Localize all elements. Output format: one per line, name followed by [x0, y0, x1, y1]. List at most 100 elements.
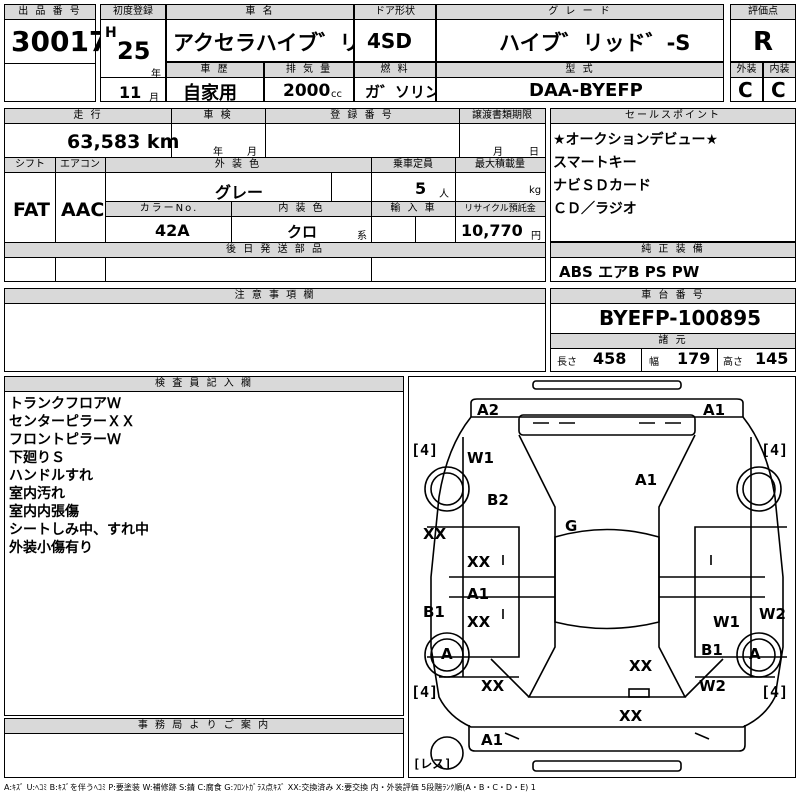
- tire-tread-front-right: [4]: [761, 683, 789, 701]
- fuel-label: 燃 料: [355, 63, 435, 78]
- inspector-note: トランクフロアＷ: [9, 396, 121, 412]
- damage-mark: W1: [713, 613, 740, 631]
- inspector-note: センターピラーＸＸ: [9, 414, 135, 430]
- door-type: 4SD: [367, 29, 412, 53]
- height-value: 145: [755, 349, 789, 368]
- inspector-note: ハンドルすれ: [9, 468, 93, 484]
- office-info-label: 事 務 局 よ り ご 案 内: [5, 719, 403, 734]
- exterior-color: グレー: [215, 183, 264, 202]
- damage-mark: G: [565, 517, 578, 535]
- inspection-month-unit: 月: [247, 147, 257, 158]
- chassis-number: BYEFP-100895: [599, 306, 762, 330]
- displacement-unit: cc: [331, 89, 342, 100]
- transfer-deadline-label: 譲渡書類期限: [459, 109, 545, 124]
- color-no-label: カラーNo.: [106, 202, 232, 217]
- door-label: ドア形状: [355, 5, 435, 20]
- grade-cell: グ レ ー ド ハイブ゛リッド゛-S: [436, 4, 724, 62]
- inspector-notes-box: 検 査 員 記 入 欄 トランクフロアＷ センターピラーＸＸ フロントピラーＷ …: [4, 376, 404, 716]
- model-cell: 型 式 DAA-BYEFP: [436, 62, 724, 102]
- exterior-score-cell: 外装 C: [730, 62, 763, 102]
- exterior-score-label: 外装: [731, 63, 762, 78]
- selling-point: スマートキー: [553, 155, 637, 171]
- cautions-label: 注 意 事 項 欄: [5, 289, 545, 304]
- month-unit: 月: [149, 93, 159, 104]
- transfer-day-unit: 日: [529, 147, 539, 158]
- interior-score: C: [771, 78, 786, 102]
- length-value: 458: [593, 349, 627, 368]
- plate-label: 登 録 番 号: [265, 109, 459, 124]
- inspector-note: 室内汚れ: [9, 486, 65, 502]
- car-name-label: 車 名: [167, 5, 353, 20]
- damage-mark: XX: [423, 525, 447, 543]
- length-label: 長さ: [557, 357, 577, 368]
- damage-mark: A: [749, 645, 761, 663]
- history-cell: 車 歴 自家用: [166, 62, 264, 104]
- equipment-label: 純 正 装 備: [551, 243, 795, 258]
- damage-mark: A: [441, 645, 453, 663]
- model-label: 型 式: [437, 63, 723, 78]
- lot-number: 30017: [11, 25, 109, 58]
- tire-tread-rear-left: [4]: [411, 441, 439, 459]
- equipment-list: ABS エアB PS PW: [559, 263, 700, 281]
- damage-mark: XX: [467, 553, 491, 571]
- damage-mark: W2: [759, 605, 786, 623]
- ac-type: AAC: [61, 199, 105, 221]
- interior-color-label: 内 装 色: [232, 202, 371, 217]
- exterior-color-label: 外 装 色: [105, 158, 371, 173]
- displacement-cell: 排 気 量 2000 cc: [264, 62, 354, 102]
- car-history: 自家用: [183, 83, 237, 104]
- lot-number-cell: 出 品 番 号 30017: [4, 4, 108, 102]
- cautions-box: 注 意 事 項 欄: [4, 288, 546, 372]
- damage-mark: A1: [467, 585, 490, 603]
- inspector-note: フロントピラーＷ: [9, 432, 121, 448]
- color-number: 42A: [155, 221, 190, 240]
- damage-mark: W2: [699, 677, 726, 695]
- damage-mark: B1: [701, 641, 723, 659]
- interior-color-unit: 系: [357, 231, 367, 242]
- spare-tire-status: [レス]: [413, 757, 452, 771]
- damage-mark: XX: [629, 657, 653, 675]
- damage-mark: XX: [481, 677, 505, 695]
- selling-point: ＣＤ／ラジオ: [553, 201, 637, 217]
- load-label: 最大積載量: [455, 158, 545, 173]
- ac-label: エアコン: [55, 158, 105, 173]
- tire-tread-rear-right: [4]: [761, 441, 789, 459]
- import-label: 輸 入 車: [372, 202, 455, 217]
- recycle-fee-label: リサイクル預託金: [455, 202, 545, 217]
- first-registration-cell: 初度登録 H 25 年 11 月: [100, 4, 166, 104]
- interior-color: クロ: [287, 223, 318, 241]
- width-label: 幅: [649, 357, 659, 368]
- selling-points-box: セールスポイント ★オークションデビュー★ スマートキー ナビＳＤカード ＣＤ／…: [550, 108, 796, 242]
- damage-mark: A2: [477, 401, 500, 419]
- damage-diagram: [4] [4] [4] [4] [レス] A2 A1 W1 A1 B2 XX G…: [408, 376, 796, 778]
- inspector-notes-label: 検 査 員 記 入 欄: [5, 377, 403, 392]
- lot-number-label: 出 品 番 号: [5, 5, 95, 20]
- first-registration-label: 初度登録: [101, 5, 165, 20]
- damage-mark: XX: [467, 613, 491, 631]
- spec-label: 諸 元: [551, 333, 795, 349]
- shift-type: FAT: [13, 199, 50, 221]
- mileage: 63,583 km: [67, 131, 180, 153]
- specs-block: 走 行 車 検 登 録 番 号 譲渡書類期限 63,583 km 年 月 月 日…: [4, 108, 546, 282]
- car-name-cell: 車 名 アクセラハイブ゛リッド゛: [166, 4, 423, 62]
- score-cell: 評価点 R: [730, 4, 796, 62]
- interior-score-cell: 内装 C: [763, 62, 796, 102]
- history-label: 車 歴: [167, 63, 263, 78]
- grade-label: グ レ ー ド: [437, 5, 723, 20]
- grade: ハイブ゛リッド゛-S: [499, 31, 691, 55]
- inspection-year-unit: 年: [213, 147, 223, 158]
- recycle-fee: 10,770: [461, 221, 523, 240]
- tire-tread-front-left: [4]: [411, 683, 439, 701]
- year-unit: 年: [151, 69, 161, 80]
- inspector-note: 下廻りＳ: [9, 450, 65, 466]
- damage-code-legend: A:ｷｽﾞ U:ﾍｺﾐ B:ｷｽﾞを伴うﾍｺﾐ P:要塗装 W:補修跡 S:錆 …: [4, 783, 536, 792]
- damage-mark: B1: [423, 603, 445, 621]
- transfer-month-unit: 月: [493, 147, 503, 158]
- interior-score-label: 内装: [764, 63, 795, 78]
- registration-year: 25: [117, 37, 151, 65]
- displacement-label: 排 気 量: [265, 63, 353, 78]
- recycle-fee-unit: 円: [531, 231, 541, 242]
- door-cell: ドア形状 4SD: [354, 4, 436, 62]
- selling-point: ★オークションデビュー★: [553, 132, 719, 148]
- load-unit: kg: [529, 185, 542, 196]
